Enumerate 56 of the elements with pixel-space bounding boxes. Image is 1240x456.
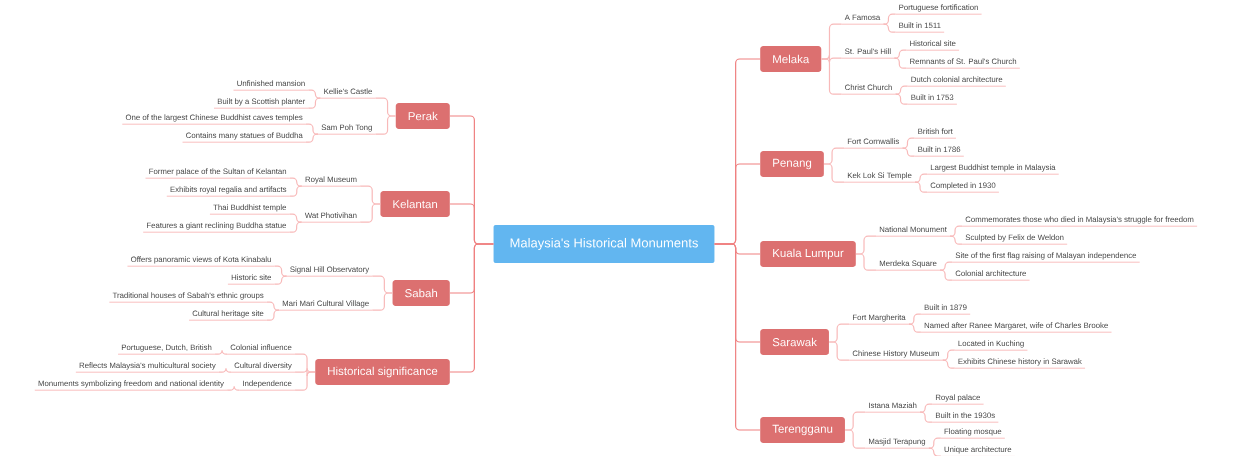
connector-line: [266, 301, 280, 311]
connector-line: [289, 185, 303, 197]
connector-line: [949, 235, 963, 245]
connector-line: [855, 253, 877, 271]
connector-line: [908, 313, 922, 325]
connector-line: [908, 323, 922, 333]
connector-line: [882, 13, 896, 25]
connector-line: [919, 403, 933, 413]
branch-box: Melaka: [760, 46, 822, 72]
branch-box: Historical significance: [315, 359, 450, 385]
connector-line: [289, 221, 303, 233]
connector-line: [266, 309, 280, 321]
connector-line: [949, 225, 963, 237]
connector-line: [882, 23, 896, 33]
connector-line: [307, 89, 322, 99]
branch-box: Terengganu: [760, 417, 845, 443]
connector-line: [359, 203, 381, 223]
connector-line: [226, 385, 240, 391]
connector-line: [274, 265, 288, 277]
branch-box: Sarawak: [760, 329, 829, 355]
connector-line: [289, 177, 303, 187]
connector-line: [371, 292, 393, 311]
branch-box: Penang: [760, 151, 824, 177]
connector-line: [214, 349, 228, 355]
connector-line: [894, 93, 909, 105]
connector-line: [305, 133, 319, 143]
connector-line: [894, 85, 909, 95]
connector-line: [828, 341, 850, 361]
connector-line: [823, 163, 845, 183]
connector-line: [914, 173, 928, 183]
connector-line: [893, 57, 907, 69]
connector-line: [714, 243, 761, 431]
connector-line: [893, 49, 907, 59]
connector-line: [307, 97, 322, 109]
connector-line: [939, 261, 953, 271]
connector-line: [928, 437, 942, 449]
connector-line: [305, 123, 319, 135]
connector-line: [919, 411, 933, 423]
connector-line: [914, 181, 928, 193]
branch-box: Kuala Lumpur: [760, 241, 856, 267]
connector-line: [274, 275, 288, 285]
connector-line: [901, 137, 916, 149]
branch-box: Perak: [395, 103, 450, 129]
connector-line: [942, 359, 956, 369]
connector-line: [449, 243, 494, 373]
topic-box: Malaysia's Historical Monuments: [493, 225, 715, 263]
connector-line: [844, 429, 866, 449]
connector-line: [294, 371, 316, 391]
branch-box: Sabah: [392, 280, 450, 306]
connector-line: [939, 269, 953, 281]
branch-box: Kelantan: [380, 191, 450, 217]
connector-line: [374, 115, 397, 135]
connector-line: [289, 213, 303, 223]
connector-line: [901, 147, 916, 157]
connector-line: [942, 349, 956, 361]
connector-line: [218, 367, 232, 373]
